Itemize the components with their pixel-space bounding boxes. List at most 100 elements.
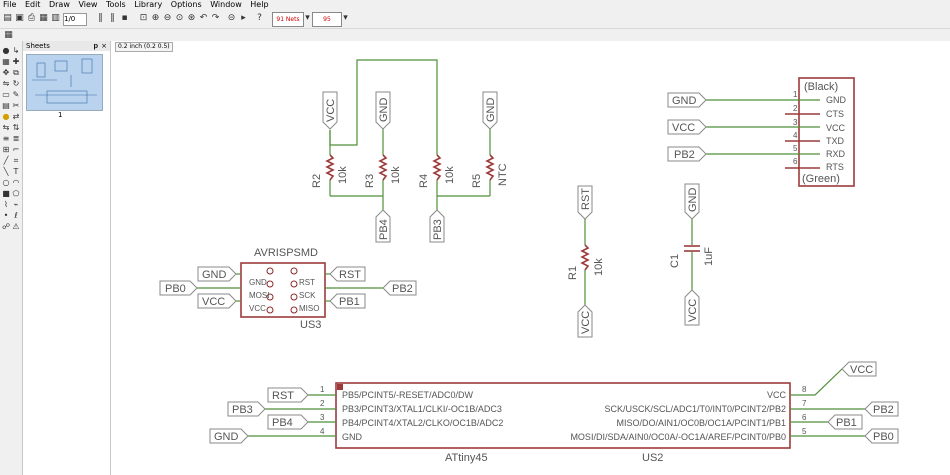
close-icon[interactable]: × <box>101 42 107 50</box>
copy-icon[interactable]: ⧉ <box>13 68 19 77</box>
avrisp-ref: US3 <box>300 319 321 331</box>
coordinate-readout: 0.2 inch (0.2 0.5) <box>115 42 173 52</box>
smash-icon[interactable]: ⊞ <box>2 145 10 154</box>
junction-icon[interactable]: • <box>3 211 9 220</box>
avrisp-net-vcc: VCC <box>202 296 225 308</box>
rotate-icon[interactable]: ↻ <box>12 79 20 88</box>
group-icon[interactable]: ▭ <box>2 90 10 99</box>
attiny-pin-label: MOSI/DI/SDA/AIN0/OC0A/-OC1A/AREF/PCINT0/… <box>570 432 786 442</box>
chevron-down-icon[interactable]: ▾ <box>305 13 310 23</box>
r3-net-label: GND <box>378 98 390 123</box>
board-icon[interactable]: ▥ <box>51 13 60 23</box>
attiny-pin-label: PB3/PCINT3/XTAL1/CLKI/-OC1B/ADC3 <box>342 404 502 414</box>
cam-icon[interactable]: ▦ <box>39 13 48 23</box>
value-icon[interactable]: ≣ <box>12 134 20 143</box>
ftdi-pin-label: TXD <box>826 136 845 146</box>
print-icon[interactable]: ⎙ <box>27 13 36 23</box>
redo-icon[interactable]: ↷ <box>211 13 220 23</box>
avrisp-title: AVRISPSMD <box>254 247 318 259</box>
invoke-icon[interactable]: ⌗ <box>13 156 19 165</box>
schematic-canvas[interactable]: 0.2 inch (0.2 0.5) .w { stroke:#4f8f3a; … <box>111 41 950 475</box>
text-icon[interactable]: T <box>13 167 19 176</box>
r3-value: 10k <box>390 166 402 184</box>
script-icon[interactable]: ‖ <box>110 13 115 23</box>
rect-icon[interactable]: ■ <box>2 189 10 198</box>
attiny-pin-num: 2 <box>320 399 325 408</box>
zoom-in-icon[interactable]: ⊕ <box>151 13 160 23</box>
ftdi-pin-num: 2 <box>793 104 798 113</box>
zoom-select-icon[interactable]: ⊛ <box>187 13 196 23</box>
menu-help[interactable]: Help <box>250 0 269 9</box>
menu-library[interactable]: Library <box>134 0 163 9</box>
zoom-fit-icon[interactable]: ⊡ <box>139 13 148 23</box>
mirror-icon[interactable]: ⇋ <box>2 79 10 88</box>
delete-icon[interactable]: ✂ <box>12 101 20 110</box>
replace-icon[interactable]: ⇆ <box>2 123 10 132</box>
miter-icon[interactable]: ⌐ <box>12 145 20 154</box>
split-icon[interactable]: ╱ <box>3 156 9 165</box>
zoom-select[interactable]: 1/0 <box>63 13 87 26</box>
capacitor-c1[interactable]: GND VCC C1 1uF <box>669 183 715 326</box>
go-icon[interactable]: ▸ <box>241 13 246 23</box>
schematic-drawing[interactable]: .w { stroke:#4f8f3a; stroke-width:1.2; f… <box>111 41 950 475</box>
help-icon[interactable]: ? <box>257 13 262 23</box>
r2-value: 10k <box>337 166 349 184</box>
menu-window[interactable]: Window <box>210 0 242 9</box>
net-icon[interactable]: ⌁ <box>13 200 19 209</box>
menu-draw[interactable]: Draw <box>48 0 70 9</box>
circle-icon[interactable]: ○ <box>2 178 10 187</box>
attiny-pin-label: GND <box>342 432 363 442</box>
name-icon[interactable]: ≡ <box>2 134 10 143</box>
menu-file[interactable]: File <box>3 0 17 9</box>
chevron-down-icon[interactable]: ▾ <box>343 13 348 23</box>
grid-icon[interactable]: ▦ <box>4 30 13 40</box>
sheet-thumbnail[interactable] <box>26 54 103 111</box>
sheets-title: Sheets <box>26 42 50 50</box>
show-icon[interactable]: ↳ <box>12 46 20 55</box>
undo-icon[interactable]: ↶ <box>199 13 208 23</box>
resistor-r1[interactable]: RST VCC R1 10k <box>567 185 605 338</box>
pin-icon[interactable]: 𝐩 <box>93 42 98 50</box>
menu-tools[interactable]: Tools <box>105 0 126 9</box>
label-icon[interactable]: ℓ <box>14 211 18 220</box>
zoom-redraw-icon[interactable]: ⊙ <box>175 13 184 23</box>
display-icon[interactable]: ▦ <box>2 57 10 66</box>
menu-edit[interactable]: Edit <box>24 0 41 9</box>
gateswap-icon[interactable]: ⇅ <box>12 123 20 132</box>
resistor-network[interactable]: VCC GND GND PB4 PB3 R2 10k R3 10k R4 10k… <box>311 59 509 243</box>
save-icon[interactable]: ▣ <box>15 13 24 23</box>
info-icon[interactable]: ● <box>2 46 10 55</box>
attiny-pin-label: PB5/PCINT5/-RESET/ADC0/DW <box>342 390 474 400</box>
menu-options[interactable]: Options <box>170 0 202 9</box>
stop-icon[interactable]: ⊝ <box>227 13 236 23</box>
layer-select-1[interactable]: 91 Nets <box>272 12 304 27</box>
run-icon[interactable]: ▪ <box>121 13 128 23</box>
attribute-icon[interactable]: ☍ <box>1 222 11 231</box>
attiny-pin-num: 3 <box>320 413 325 422</box>
avrisp-header[interactable]: AVRISPSMD US3 GND MOSI VCC RST SCK MISO <box>159 247 417 331</box>
paste-icon[interactable]: ▤ <box>2 101 10 110</box>
bus-icon[interactable]: ⌇ <box>4 200 8 209</box>
move-icon[interactable]: ✥ <box>2 68 10 77</box>
zoom-out-icon[interactable]: ⊖ <box>163 13 172 23</box>
arc-icon[interactable]: ◠ <box>12 178 20 187</box>
pinswap-icon[interactable]: ⇄ <box>12 112 20 121</box>
erc-icon[interactable]: ⚠ <box>12 222 20 231</box>
wire-icon[interactable]: ╲ <box>3 167 9 176</box>
menu-view[interactable]: View <box>78 0 98 9</box>
ftdi-header[interactable]: (Black) (Green) GND CTS VCC TXD RXD RTS … <box>667 77 855 187</box>
polygon-icon[interactable]: ⬠ <box>12 189 20 198</box>
attiny45-chip[interactable]: ATtiny45 US2 PB5/PCINT5/-RESET/ADC0/DW P… <box>209 361 899 464</box>
command-toolbar: ● ↳ ▦ ✚ ✥ ⧉ ⇋ ↻ ▭ ✎ ▤ ✂ ● ⇄ ⇆ ⇅ ≡ ≣ ⊞ ⌐ … <box>0 41 23 475</box>
mark-icon[interactable]: ✚ <box>12 57 20 66</box>
use-icon[interactable]: ‖ <box>98 13 103 23</box>
layer-select-2[interactable]: 95 Names <box>312 12 342 36</box>
change-icon[interactable]: ✎ <box>12 90 20 99</box>
ftdi-net-pb2: PB2 <box>674 149 695 161</box>
open-icon[interactable]: ▤ <box>3 13 12 23</box>
r1-value: 10k <box>593 258 605 276</box>
ftdi-pin-label: RTS <box>826 162 844 172</box>
ftdi-top-label: (Black) <box>804 81 838 93</box>
main-toolbar: ▤ ▣ ⎙ ▦ ▥ 1/0 ‖ ‖ ▪ ⊡ ⊕ ⊖ ⊙ ⊛ ↶ ↷ ⊝ ▸ ? … <box>0 10 950 36</box>
add-icon[interactable]: ● <box>2 112 10 121</box>
